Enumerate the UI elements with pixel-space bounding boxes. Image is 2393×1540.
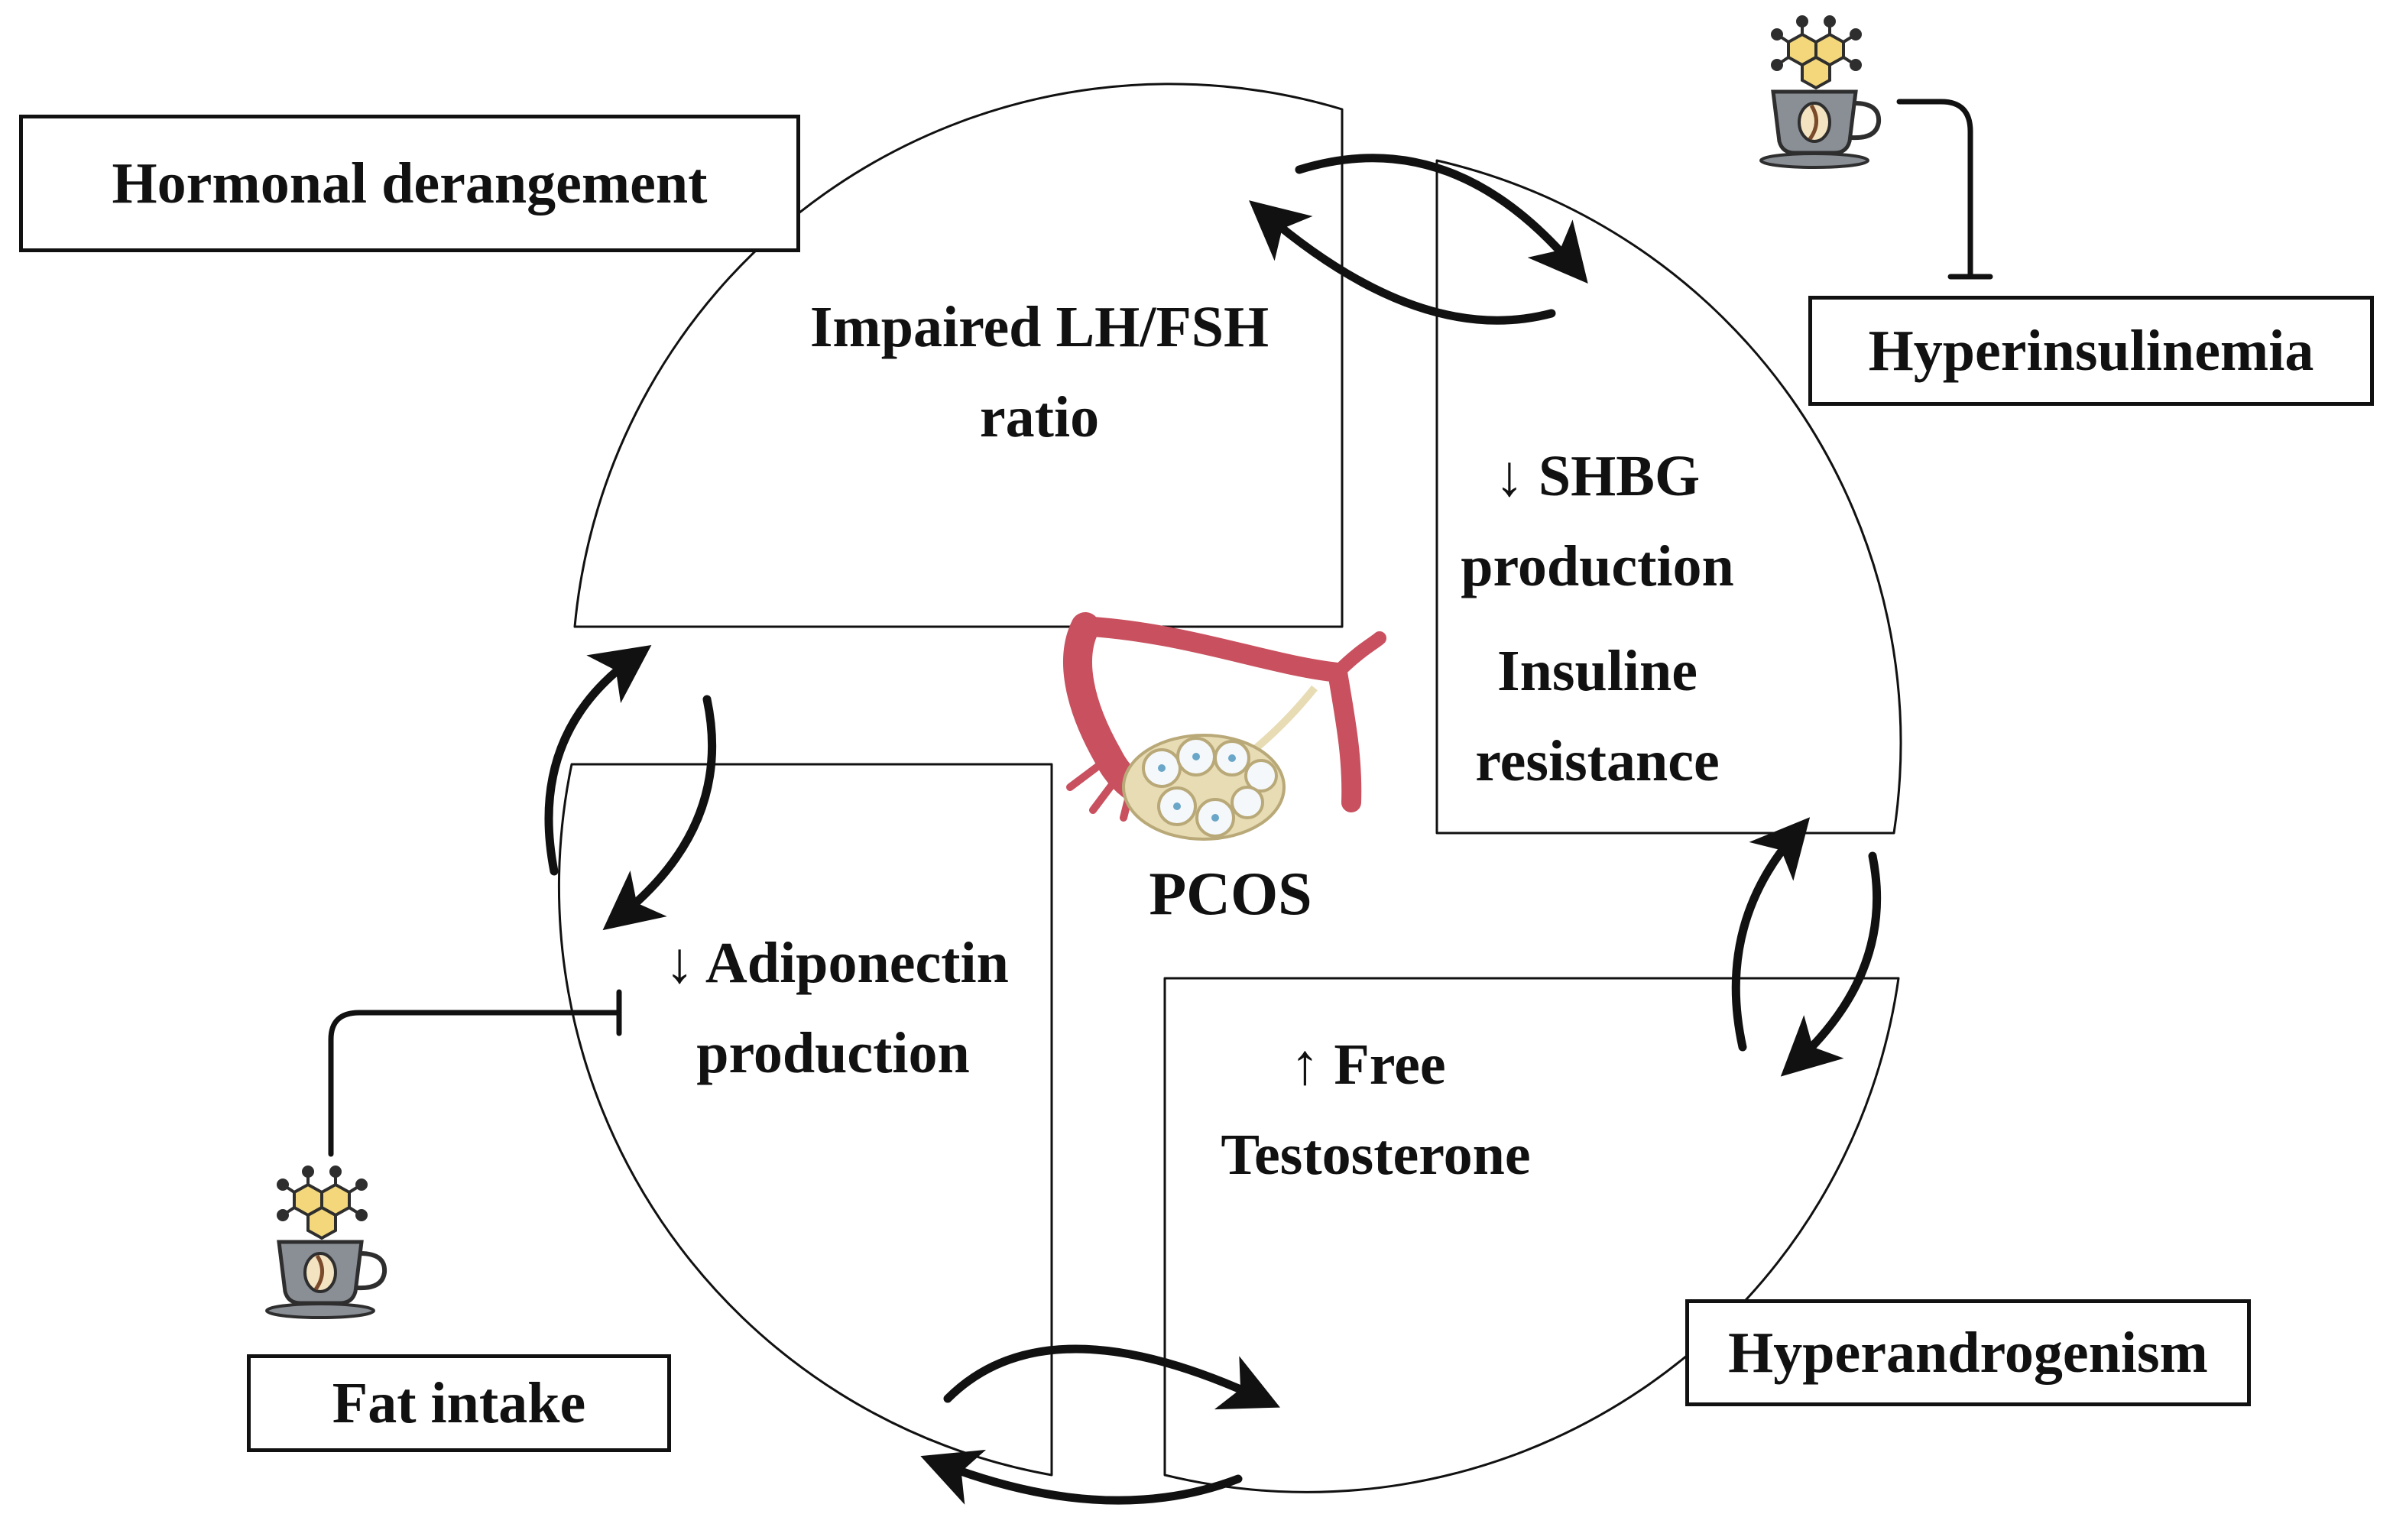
quadrant-top-left-line1: Impaired LH/FSH [809, 295, 1269, 359]
quadrant-bottom-left-line1: ↓ Adiponectin [665, 931, 1009, 995]
hyperandrogenism-box: Hyperandrogenism [1685, 1299, 2251, 1406]
arrow-top-right [1295, 154, 1588, 284]
ovary-icon [1063, 612, 1386, 841]
quadrant-top-left-shape [573, 83, 1344, 628]
coffee-molecule-icon [265, 1166, 387, 1319]
quadrant-top-right-line4: resistance [1475, 729, 1720, 793]
hormonal-derangement-label: Hormonal derangement [112, 151, 708, 216]
arrow-bottom-left [920, 1449, 1243, 1505]
quadrant-top-right-line2: production [1461, 534, 1734, 598]
arrow-right-down [1780, 851, 1882, 1077]
inhibition-connectors [328, 99, 1993, 1157]
arrow-bottom-right [943, 1344, 1280, 1410]
quadrant-bottom-right-line2: Testosterone [1221, 1123, 1531, 1187]
quadrant-bottom-right-shape [1163, 977, 1900, 1493]
quadrant-top-right-shape [1435, 159, 1902, 835]
quadrant-top-right-line1: ↓ SHBG [1494, 444, 1701, 508]
quadrant-top-left-line2: ratio [979, 385, 1100, 449]
arrow-left-down [602, 695, 717, 931]
quadrant-bottom-left-shape [557, 763, 1053, 1477]
fat-intake-box: Fat intake [247, 1354, 671, 1452]
hyperinsulinemia-label: Hyperinsulinemia [1868, 318, 2314, 383]
hyperandrogenism-label: Hyperandrogenism [1728, 1320, 2208, 1385]
coffee-molecule-icon [1759, 15, 1882, 169]
hyperinsulinemia-box: Hyperinsulinemia [1808, 296, 2374, 406]
hormonal-derangement-box: Hormonal derangement [19, 115, 800, 252]
pcos-center-label: PCOS [1149, 861, 1312, 928]
arrow-right-up [1731, 817, 1811, 1052]
quadrant-bottom-left-line2: production [696, 1021, 970, 1085]
inhibit-line-fat-intake [328, 1010, 622, 1157]
inhibit-line-hyperinsulinemia [1896, 99, 1973, 280]
arrow-left-up [544, 645, 652, 876]
quadrant-bottom-right-line1: ↑ Free [1290, 1033, 1446, 1097]
quadrant-top-right-line3: Insuline [1497, 639, 1697, 703]
fat-intake-label: Fat intake [332, 1370, 586, 1435]
cycle-arrows [544, 154, 1882, 1505]
arrow-top-left [1249, 200, 1556, 325]
